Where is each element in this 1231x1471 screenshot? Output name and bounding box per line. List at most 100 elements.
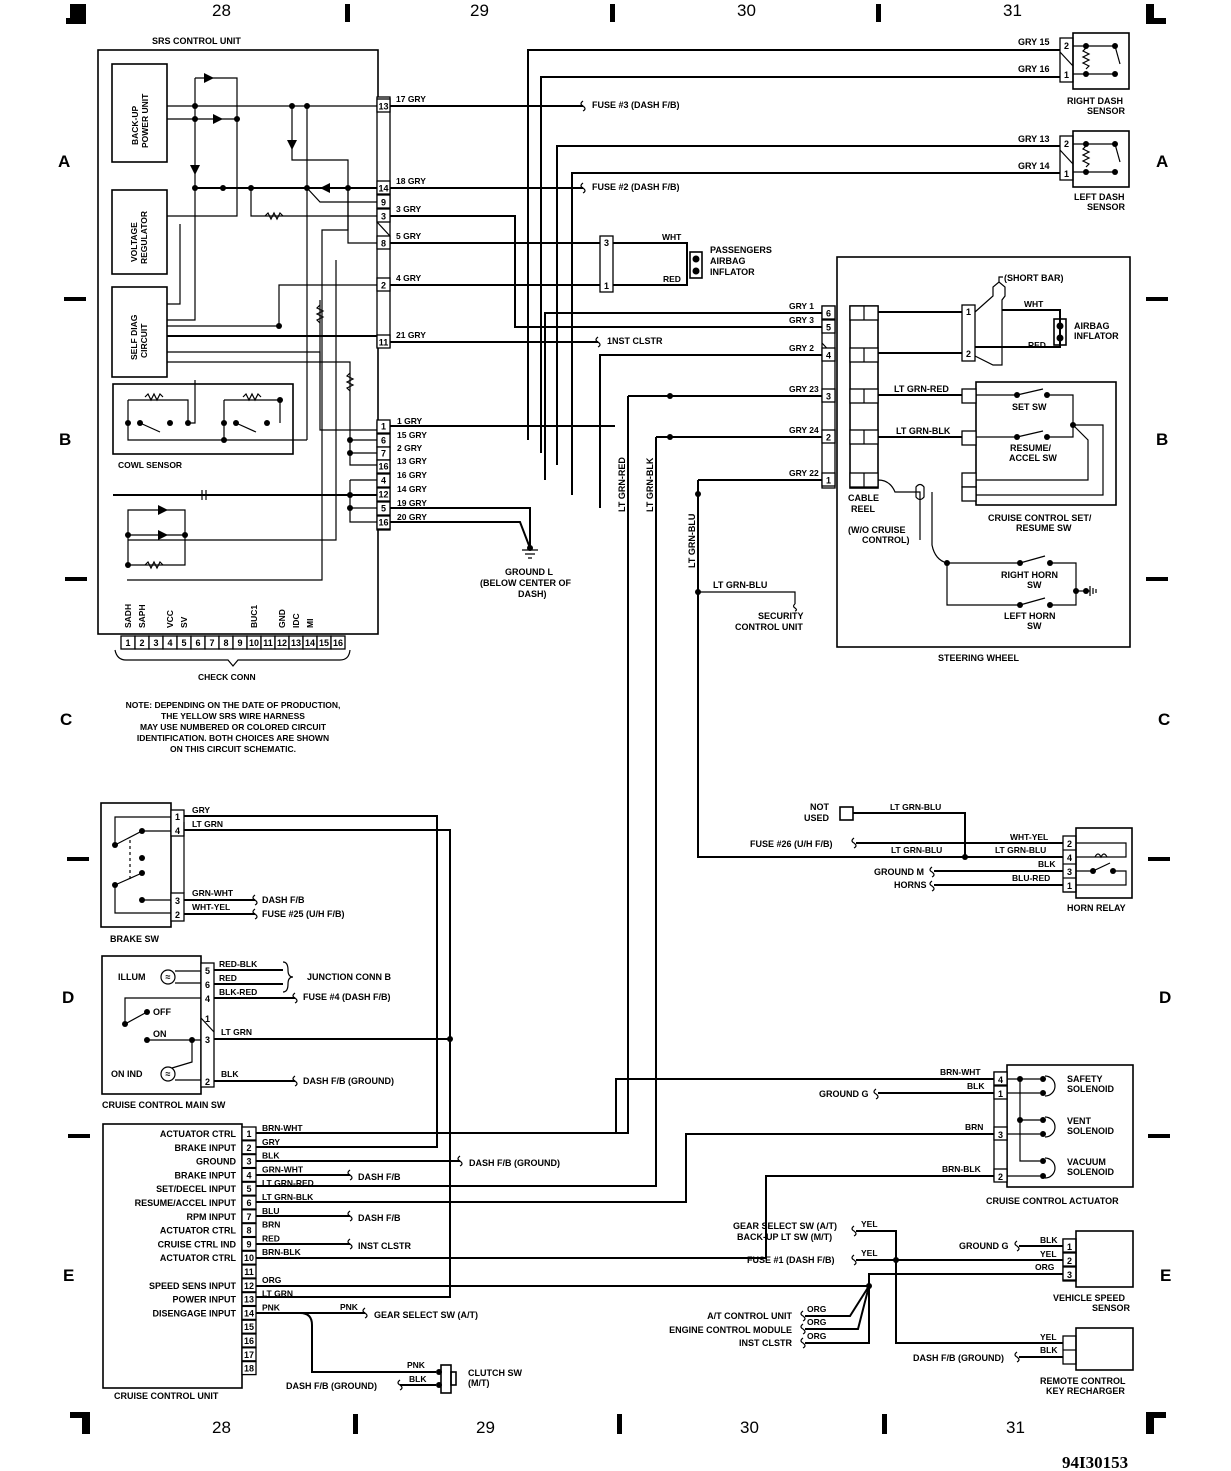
wire-color-label: 5 GRY (396, 231, 422, 241)
selfdiag-label: SELF DIAG (129, 314, 139, 360)
wire-color-label: RED (262, 1233, 280, 1243)
resistor-icon (1081, 47, 1091, 70)
fuse-connector-icon (347, 1210, 353, 1222)
ccu-pin-function: GROUND (196, 1157, 236, 1167)
solenoid-icon (1040, 1116, 1056, 1138)
fuse-connector-icon (851, 1254, 857, 1266)
destination-label: HORNS (894, 880, 927, 890)
destination-label: BACK-UP LT SW (M/T) (737, 1232, 832, 1242)
pin-number: 4 (1067, 853, 1072, 863)
fuse-connector-icon (252, 894, 258, 906)
wire-color-label: 17 GRY (396, 94, 426, 104)
wire-color-label: 14 GRY (397, 484, 427, 494)
destination-label: DASH F/B (262, 895, 305, 905)
pin-number: 3 (826, 392, 831, 402)
row-divider (65, 577, 87, 581)
connector-pin (821, 347, 836, 362)
wire-color-label: GRY 2 (789, 343, 814, 353)
ccu-pin-function: RPM INPUT (187, 1212, 237, 1222)
relay-coil-icon (1094, 853, 1108, 859)
ccu-pin-function: CRUISE CTRL IND (158, 1239, 237, 1249)
fuse-connector-icon (851, 837, 857, 849)
wire-color-label: ORG (807, 1317, 827, 1327)
ground-l-label: (BELOW CENTER OF (480, 578, 571, 588)
pin-number: 2 (1067, 839, 1072, 849)
wire-color-label: PNK (340, 1302, 359, 1312)
resistor-icon (264, 211, 284, 221)
ccu-pin (241, 1264, 257, 1279)
pin-number: 4 (175, 826, 180, 836)
passenger-connector (599, 235, 614, 293)
ccu-label: CRUISE CONTROL UNIT (114, 1391, 219, 1401)
fuse-connector-icon (362, 1307, 368, 1319)
connector-pin (376, 487, 391, 502)
resistor-icon (144, 392, 164, 402)
pin-number: 2 (1064, 139, 1069, 149)
clutch-switch: DASH F/B (GROUND) PNK BLK CLUTCH SW (M/T… (286, 1360, 522, 1394)
wire-color-label: RED (1028, 340, 1046, 350)
fuse-connector-icon (457, 1155, 463, 1167)
pin-number: 4 (826, 351, 831, 361)
ccu-pin (241, 1347, 257, 1362)
note-line: IDENTIFICATION. BOTH CHOICES ARE SHOWN (137, 733, 329, 743)
wire-color-label: 1 GRY (397, 416, 423, 426)
solenoid-label: SOLENOID (1067, 1126, 1115, 1136)
wire-color-label: LT GRN-BLU (891, 845, 942, 855)
destination-label: GEAR SELECT SW (A/T) (733, 1221, 837, 1231)
connector-pin (376, 459, 391, 474)
not-used-label: NOT (810, 802, 830, 812)
row-label: E (1160, 1266, 1171, 1285)
wire-color-label: YEL (861, 1219, 878, 1229)
pin-number: 8 (246, 1226, 251, 1236)
row-label: A (58, 152, 70, 171)
pin-number: 2 (205, 1077, 210, 1087)
steering-wheel-label: STEERING WHEEL (938, 653, 1020, 663)
wire-color-label: GRY 1 (789, 301, 814, 311)
row-divider (68, 1134, 90, 1138)
backup-power-unit (111, 63, 168, 163)
ccu-pin-function: DISENGAGE INPUT (152, 1308, 236, 1318)
corner-mark-bl (70, 1412, 90, 1418)
brake-switch-box (100, 802, 172, 928)
switch-connector (961, 472, 977, 488)
ccu-pin-function: BRAKE INPUT (174, 1143, 236, 1153)
pin-number: 11 (244, 1267, 254, 1277)
wire-color-label: WHT (662, 232, 682, 242)
pin-number: 4 (205, 994, 210, 1004)
brake-switch: 1 4 3 2 GRY LT GRN GRN-WHT DASH F/B WHT-… (100, 802, 451, 1298)
wire-color-label: PNK (407, 1360, 426, 1370)
pin-number: 2 (175, 910, 180, 920)
destination-label: GROUND G (959, 1241, 1009, 1251)
wire-color-label: BLK (967, 1081, 985, 1091)
switch-connector (961, 486, 977, 502)
pin-number: 16 (378, 518, 388, 528)
not-used-connector (839, 806, 854, 821)
pin-number: 13 (291, 638, 301, 648)
grid-frame: 28 29 30 31 28 29 30 31 A B C D E A B C … (58, 1, 1171, 1471)
fuse-connector-icon (792, 603, 798, 612)
pin-number: 1 (1064, 70, 1069, 80)
wire-color-label: 3 GRY (396, 204, 422, 214)
pin-number: 17 (244, 1350, 254, 1360)
pin-number: 15 (244, 1322, 254, 1332)
left-horn-label: SW (1027, 621, 1042, 631)
ground-icon (1089, 586, 1097, 596)
check-conn-signal-label: VCC (165, 610, 175, 628)
pin-number: 5 (826, 323, 831, 333)
wire-color-label: ORG (1035, 1262, 1055, 1272)
solenoid-icon (1040, 1075, 1056, 1097)
connector-pin (376, 194, 391, 209)
pin-number: 3 (246, 1157, 251, 1167)
fuse-connector-icon (347, 1238, 353, 1250)
pin-number: 12 (244, 1281, 254, 1291)
horn-relay-box (1075, 827, 1133, 899)
wire-color-label: YEL (1040, 1332, 1057, 1342)
wire-color-label: GRN-WHT (262, 1164, 304, 1174)
fuse-connector-icon (800, 1337, 806, 1349)
wo-cruise-label: (W/O CRUISE (848, 525, 906, 535)
fuse-connector-icon (873, 1088, 879, 1100)
